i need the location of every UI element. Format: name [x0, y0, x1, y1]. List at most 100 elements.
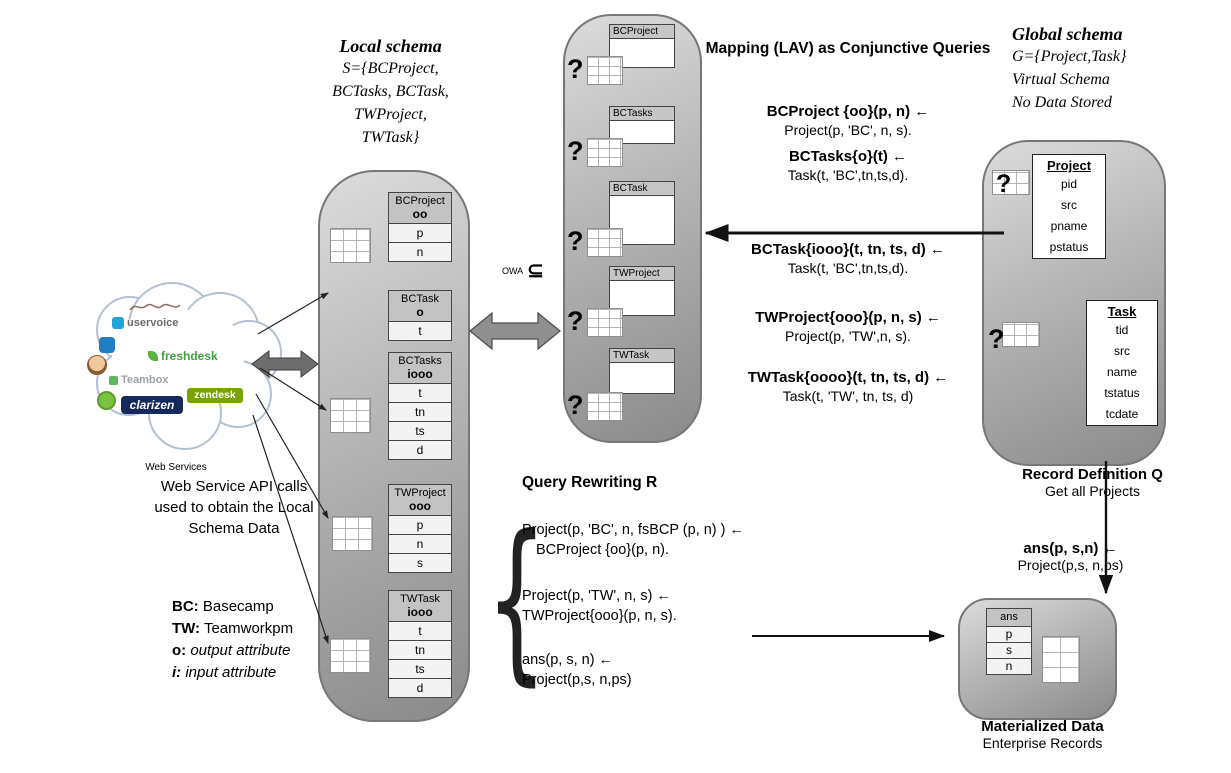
legend-line-o: o: output attribute [172, 640, 293, 662]
table-header: BCTasks iooo [388, 352, 452, 385]
global-schema-subtitle: No Data Stored [1012, 94, 1112, 111]
freshdesk-label: freshdesk [161, 349, 218, 363]
data-grid [587, 308, 623, 337]
data-grid [330, 398, 371, 433]
query-head: BCProject {oo}(p, n) ← [766, 103, 930, 120]
table-name: BCProject [395, 195, 445, 207]
query-head: BCTask{iooo}(t, tn, ts, d) ← [751, 241, 945, 258]
data-grid [992, 170, 1030, 195]
table-attrs: iooo [407, 604, 433, 619]
table-row: tn [388, 403, 452, 423]
api-calls-text: Web Service API calls used to obtain the… [154, 478, 314, 537]
query-line: BCProject {oo}(p, n). [536, 542, 669, 558]
mapping-query: BCProject {oo}(p, n) ← Project(p, 'BC', … [698, 102, 998, 140]
legend-line-tw: TW: Teamworkpm [172, 618, 293, 640]
table-row: ts [388, 660, 452, 680]
uservoice-app-icon [99, 337, 115, 353]
rewriting-query: ans(p, s, n) ← Project(p,s, n,ps) [522, 650, 632, 690]
table-body [609, 363, 675, 394]
local-schema-subtitle: S={BCProject, [342, 60, 439, 77]
legend-desc: Teamworkpm [203, 620, 294, 637]
table-row: src [1114, 344, 1130, 358]
global-table-project: Project pid src pname pstatus [1032, 154, 1106, 259]
table-row: s [986, 642, 1032, 659]
mapping-query: BCTasks{o}(t) ← Task(t, 'BC',tn,ts,d). [698, 147, 998, 185]
local-middle-double-arrow [469, 311, 561, 351]
owa-label-block: OWA ⊆ [502, 258, 544, 283]
materialized-data-panel: ans p s n [958, 598, 1117, 720]
question-mark: ? [567, 306, 584, 336]
data-grid [587, 138, 623, 167]
local-schema-panel: BCProject oo p n BCTask o t BCTasks iooo… [318, 170, 470, 722]
mapping-title: Mapping (LAV) as Conjunctive Queries [705, 40, 991, 57]
global-schema-subtitle: Virtual Schema [1012, 71, 1110, 88]
query-body: Project(p, 'TW',n, s). [785, 328, 911, 344]
teambox-logo: Teambox [109, 374, 168, 386]
mapping-query: TWTask{oooo}(t, tn, ts, d) ← Task(t, 'TW… [698, 368, 998, 406]
owa-label: OWA [502, 265, 524, 276]
query-line: Project(p, 'BC', n, fsBCP (p, n) ) ← [522, 522, 745, 538]
table-header: BCTask o [388, 290, 452, 323]
table-row: pname [1050, 219, 1088, 233]
materialized-caption: Materialized Data Enterprise Records [945, 718, 1140, 751]
global-table-task: Task tid src name tstatus tcdate [1086, 300, 1158, 426]
question-mark: ? [567, 226, 584, 256]
table-name: Project [1046, 158, 1092, 173]
table-name: BCTask [609, 181, 675, 196]
table-row: tstatus [1104, 386, 1140, 400]
avatar-icon [87, 355, 107, 375]
table-row: n [986, 658, 1032, 675]
table-row: p [986, 626, 1032, 643]
teambox-label: Teambox [121, 374, 169, 386]
record-definition-title: Record Definition Q [1022, 466, 1163, 483]
materialized-subtitle: Enterprise Records [982, 735, 1103, 751]
table-row: ts [388, 422, 452, 442]
data-grid [330, 638, 371, 673]
legend-line-bc: BC: Basecamp [172, 596, 293, 618]
table-row: p [388, 516, 452, 536]
legend-term: o: [172, 642, 187, 659]
table-name: BCTasks [398, 355, 442, 367]
mapping-query: TWProject{ooo}(p, n, s) ← Project(p, 'TW… [698, 308, 998, 346]
table-row: t [388, 322, 452, 342]
question-mark: ? [567, 390, 584, 420]
zendesk-logo: zendesk [187, 388, 243, 403]
data-grid [332, 516, 373, 551]
table-row: n [388, 535, 452, 555]
question-mark: ? [567, 54, 584, 84]
local-table-bcproject: BCProject oo p n [388, 192, 452, 263]
local-table-bctask: BCTask o t [388, 290, 452, 342]
table-attrs: o [416, 304, 424, 319]
source-instances-panel: BCProject ? BCTasks ? BCTask ? TWProject… [563, 14, 702, 443]
table-name: TWProject [394, 487, 446, 499]
data-grid [1002, 322, 1040, 347]
cursive-logo-icon [128, 300, 186, 314]
brace-symbol: { [486, 499, 548, 702]
ans-query-block: ans(p, s,n) ← Project(p,s, n,ps) [978, 540, 1163, 573]
clarizen-logo: clarizen [121, 396, 183, 414]
table-name: BCTasks [609, 106, 675, 121]
query-line: ans(p, s, n) ← [522, 652, 614, 668]
middle-table-bctasks: BCTasks [609, 106, 675, 144]
data-grid [330, 228, 371, 263]
table-row: p [388, 224, 452, 244]
query-head: BCTasks{o}(t) ← [788, 148, 908, 165]
table-name: ans [986, 608, 1032, 627]
table-row: tid [1115, 323, 1129, 337]
data-grid [587, 228, 623, 257]
rewriting-query: Project(p, 'TW', n, s) ← TWProject{ooo}(… [522, 586, 677, 626]
table-row: t [388, 384, 452, 404]
ans-query-head: ans(p, s,n) ← [1023, 540, 1118, 557]
query-body: Project(p, 'BC', n, s). [784, 122, 912, 138]
query-line: Project(p,s, n,ps) [522, 672, 632, 688]
leaf-icon [148, 351, 158, 361]
legend-desc: Basecamp [202, 598, 274, 615]
query-body: Task(t, 'BC',tn,ts,d). [787, 167, 909, 183]
table-row: n [388, 243, 452, 263]
table-row: d [388, 679, 452, 699]
rewriting-query: Project(p, 'BC', n, fsBCP (p, n) ) ← BCP… [522, 520, 744, 560]
record-definition-subtitle: Get all Projects [1045, 483, 1140, 499]
global-schema-title: Global schema [1012, 24, 1123, 44]
table-row: tcdate [1105, 407, 1139, 421]
query-head: TWTask{oooo}(t, tn, ts, d) ← [747, 369, 949, 386]
